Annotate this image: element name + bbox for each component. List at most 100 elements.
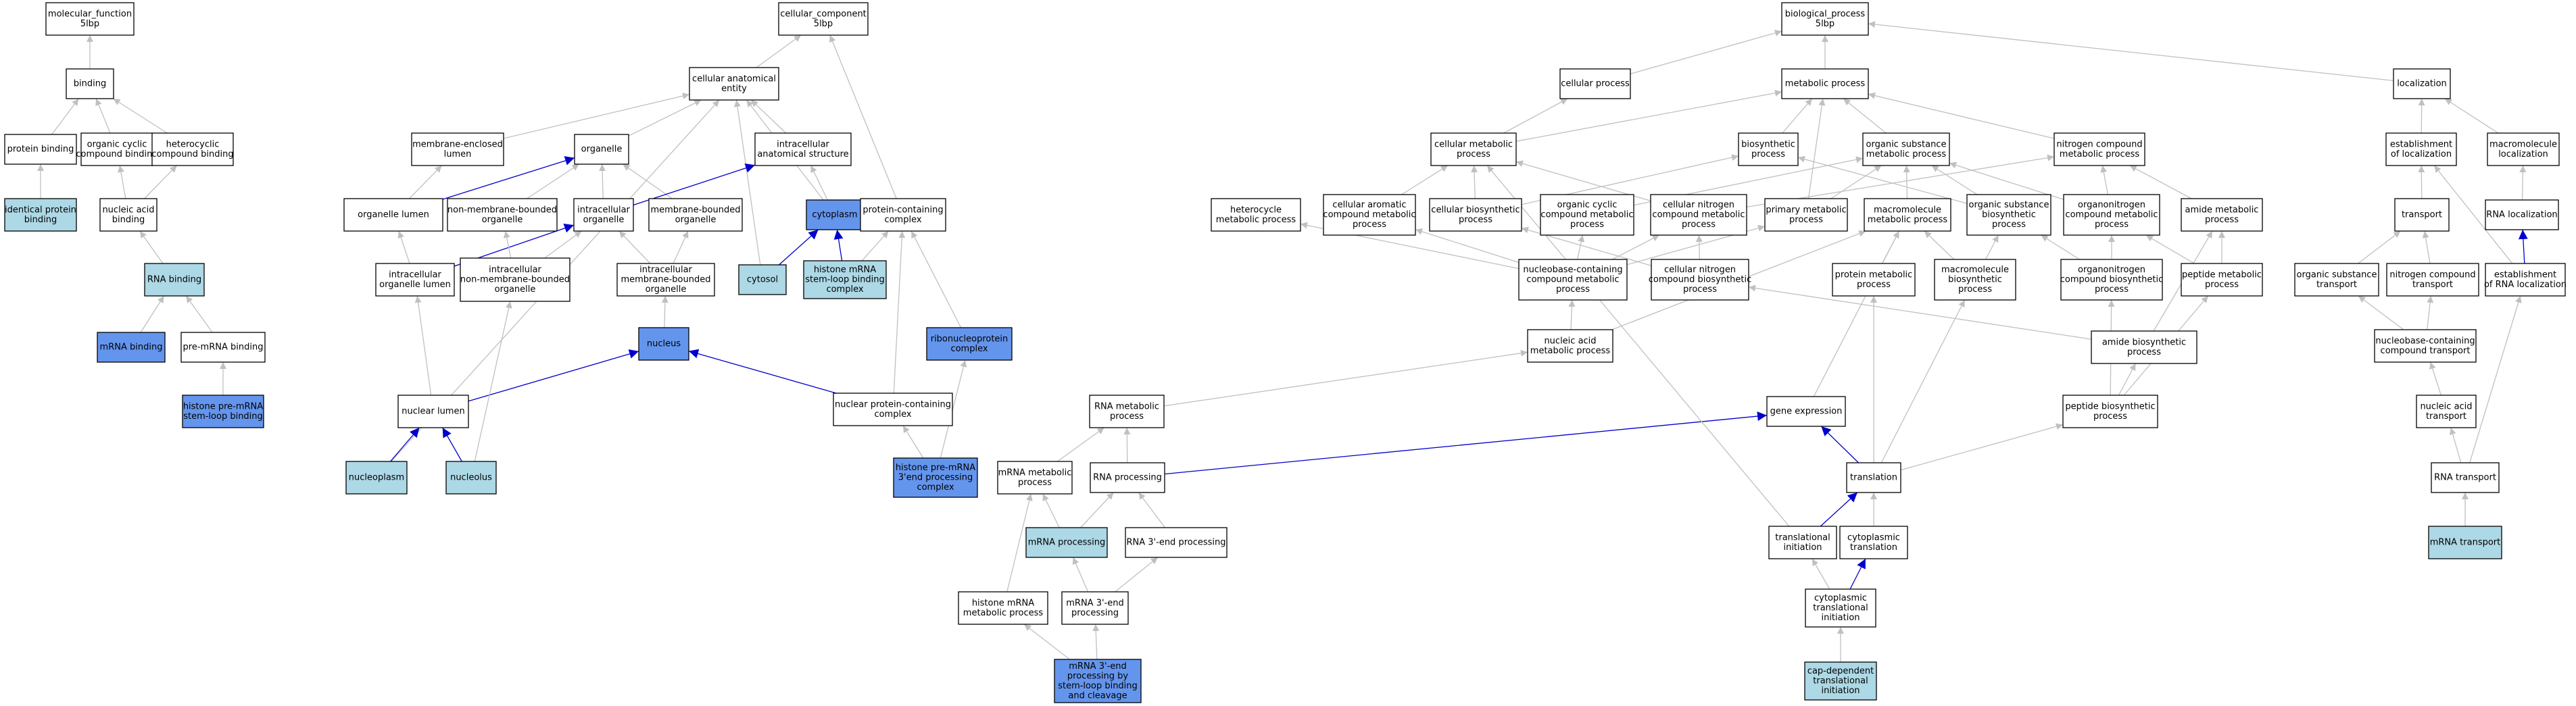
node-inmbo[interactable]: intracellularnon-membrane-boundedorganel… (460, 257, 570, 302)
node-box (1125, 527, 1228, 558)
node-label: 3'end processing (898, 473, 973, 483)
node-protbind[interactable]: protein binding (4, 134, 77, 165)
node-organelle[interactable]: organelle (574, 134, 629, 165)
node-rnaproc[interactable]: RNA processing (1090, 462, 1165, 493)
node-box (1527, 329, 1613, 363)
node-nl[interactable]: nuclear lumen (397, 395, 469, 428)
node-nucleolus[interactable]: nucleolus (445, 461, 497, 495)
node-rnatransport[interactable]: RNA transport (2431, 462, 2500, 493)
node-binding[interactable]: binding (66, 68, 114, 99)
edge-erl-to-eol (2433, 165, 2513, 264)
node-mp[interactable]: metabolic process (1781, 68, 1869, 99)
edge-ol-to-organelle (442, 156, 575, 200)
node-rnaloc[interactable]: RNA localization (2485, 199, 2559, 230)
node-label: organelle (583, 215, 625, 225)
node-cp[interactable]: cellular process (1559, 68, 1631, 99)
node-transport[interactable]: transport (2394, 198, 2450, 232)
node-box (1839, 526, 1908, 559)
node-mrnab[interactable]: mRNA binding (97, 332, 166, 363)
node-rna3p[interactable]: RNA 3'-end processing (1125, 527, 1228, 558)
node-translation[interactable]: translation (1846, 462, 1901, 493)
node-nucleus[interactable]: nucleus (638, 327, 689, 361)
node-premrnab[interactable]: pre-mRNA binding (180, 332, 266, 363)
node-label: biosynthetic (1948, 275, 2002, 285)
node-label: process (1683, 284, 1717, 295)
node-nucleoplasm[interactable]: nucleoplasm (345, 461, 408, 495)
node-box (1559, 68, 1631, 99)
node-mrnatransport[interactable]: mRNA transport (2428, 526, 2502, 559)
node-cytoplasm[interactable]: cytoplasm (806, 199, 864, 230)
node-label: gene expression (1770, 407, 1843, 417)
edge-npcc-to-nucleus (688, 349, 837, 394)
node-ge[interactable]: gene expression (1766, 396, 1846, 427)
node-ol[interactable]: organelle lumen (343, 198, 443, 232)
node-loc[interactable]: localization (2393, 68, 2451, 99)
node-label: macromolecule (2489, 139, 2557, 149)
node-box (754, 132, 852, 166)
node-mrnaproc[interactable]: mRNA processing (1025, 527, 1108, 558)
node-cytosol[interactable]: cytosol (738, 264, 787, 295)
node-rnab[interactable]: RNA binding (144, 263, 205, 297)
